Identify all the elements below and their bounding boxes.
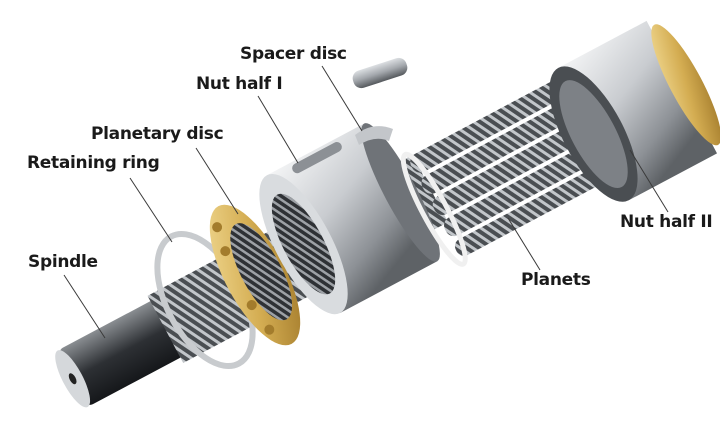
spacer-key-part [352,57,408,89]
label-spacer-disc: Spacer disc [240,44,347,64]
nut-half-2-part [549,20,720,202]
leader-spacer-disc [321,65,363,132]
spacer-disc-part [355,126,393,145]
leader-retaining-ring [129,177,173,243]
leader-planets [507,217,541,271]
label-planets: Planets [521,270,591,290]
leader-spindle [63,274,106,339]
label-nut-half-1: Nut half I [196,74,283,94]
planets-part [400,76,608,267]
leader-nut-half-1 [257,95,299,164]
label-planetary-disc: Planetary disc [91,124,224,144]
leader-lines [63,65,669,339]
label-retaining-ring: Retaining ring [27,153,160,173]
label-nut-half-2: Nut half II [620,212,713,232]
planetary-disc-part [209,204,301,346]
leader-nut-half-2 [629,149,669,213]
leader-planetary-disc [195,147,239,215]
nut-half-1-part [259,123,440,315]
label-spindle: Spindle [28,252,98,272]
